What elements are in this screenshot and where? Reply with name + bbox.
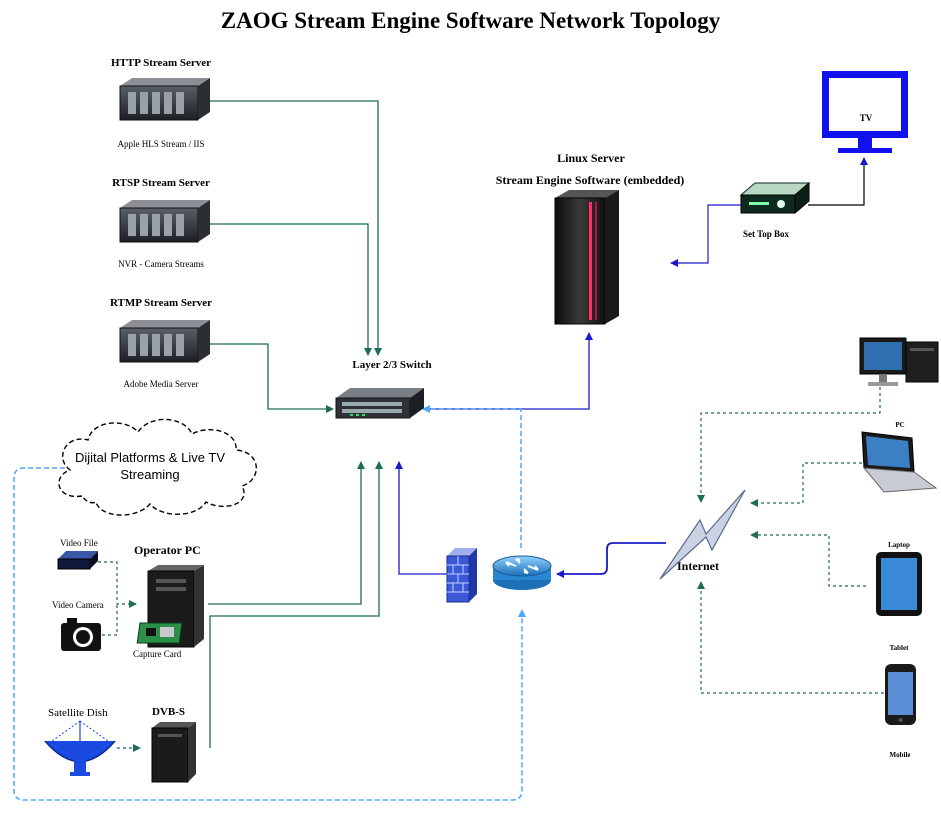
rtsp-server-label: RTSP Stream Server xyxy=(112,177,210,189)
tablet-client-icon xyxy=(876,552,922,616)
internet-bolt-icon xyxy=(659,489,746,580)
link-tablet-internet xyxy=(750,531,866,587)
http-server-icon xyxy=(119,78,210,121)
set-top-box-label: Set Top Box xyxy=(742,229,790,239)
firewall-icon xyxy=(446,548,477,603)
link-http-switch xyxy=(210,100,382,356)
cloud-label: Dijital Platforms & Live TV Streaming xyxy=(74,450,226,482)
link-internet-router xyxy=(556,542,666,578)
connections xyxy=(13,100,884,801)
mobile-label: Mobile xyxy=(889,751,911,759)
pc-client-icon xyxy=(859,337,939,386)
cloud-shape xyxy=(58,418,257,516)
link-rtmp-switch xyxy=(210,343,334,413)
satellite-dish-label: Satellite Dish xyxy=(48,707,108,719)
link-dvbs-switch xyxy=(209,461,383,748)
set-top-box-icon xyxy=(739,181,811,215)
link-videofile-pc xyxy=(98,561,137,608)
satellite-dish-icon xyxy=(44,720,116,776)
link-switch-linux xyxy=(430,332,593,410)
link-operator-switch xyxy=(208,461,365,605)
tv-label: TV xyxy=(859,113,873,123)
rtmp-server-label: RTMP Stream Server xyxy=(109,297,213,309)
link-laptop-internet xyxy=(750,462,862,507)
camera-icon xyxy=(61,618,101,651)
linux-server-label: Linux Server xyxy=(557,151,625,165)
video-file-label: Video File xyxy=(60,538,98,548)
link-camera-pc xyxy=(102,604,118,636)
link-router-switch xyxy=(422,405,522,548)
dvbs-icon xyxy=(151,722,196,783)
dvbs-label: DVB-S xyxy=(152,706,186,718)
rtsp-server-icon xyxy=(119,200,210,243)
router-icon xyxy=(492,555,552,590)
link-cloud-router xyxy=(13,467,526,801)
capture-card-label: Capture Card xyxy=(133,649,182,659)
capture-card-icon xyxy=(136,622,183,644)
video-camera-label: Video Camera xyxy=(52,600,104,610)
link-rtsp-switch xyxy=(210,223,372,356)
http-server-caption: Apple HLS Stream / IIS xyxy=(117,139,205,149)
http-server-label: HTTP Stream Server xyxy=(111,57,211,69)
link-pc-internet xyxy=(697,387,881,503)
tv-icon xyxy=(822,71,908,153)
mobile-client-icon xyxy=(885,664,916,725)
tablet-label: Tablet xyxy=(889,644,909,652)
internet-label: Internet xyxy=(677,559,719,573)
laptop-label: Laptop xyxy=(888,541,910,549)
pc-label: PC xyxy=(895,421,905,429)
link-firewall-switch xyxy=(395,461,447,575)
page-title: ZAOG Stream Engine Software Network Topo… xyxy=(220,8,721,33)
link-mobile-internet xyxy=(697,581,884,694)
switch-icon xyxy=(335,388,424,419)
switch-label: Layer 2/3 Switch xyxy=(352,359,432,371)
rtmp-server-caption: Adobe Media Server xyxy=(123,379,199,389)
rtmp-server-icon xyxy=(119,320,210,363)
laptop-client-icon xyxy=(861,431,938,493)
linux-server-sublabel: Stream Engine Software (embedded) xyxy=(495,173,685,187)
linux-server-icon xyxy=(554,190,619,325)
rtsp-server-caption: NVR - Camera Streams xyxy=(118,259,204,269)
link-stb-tv xyxy=(808,157,868,206)
operator-pc-label: Operator PC xyxy=(134,543,201,557)
link-stb-linux xyxy=(670,204,741,267)
video-file-icon xyxy=(57,551,98,570)
